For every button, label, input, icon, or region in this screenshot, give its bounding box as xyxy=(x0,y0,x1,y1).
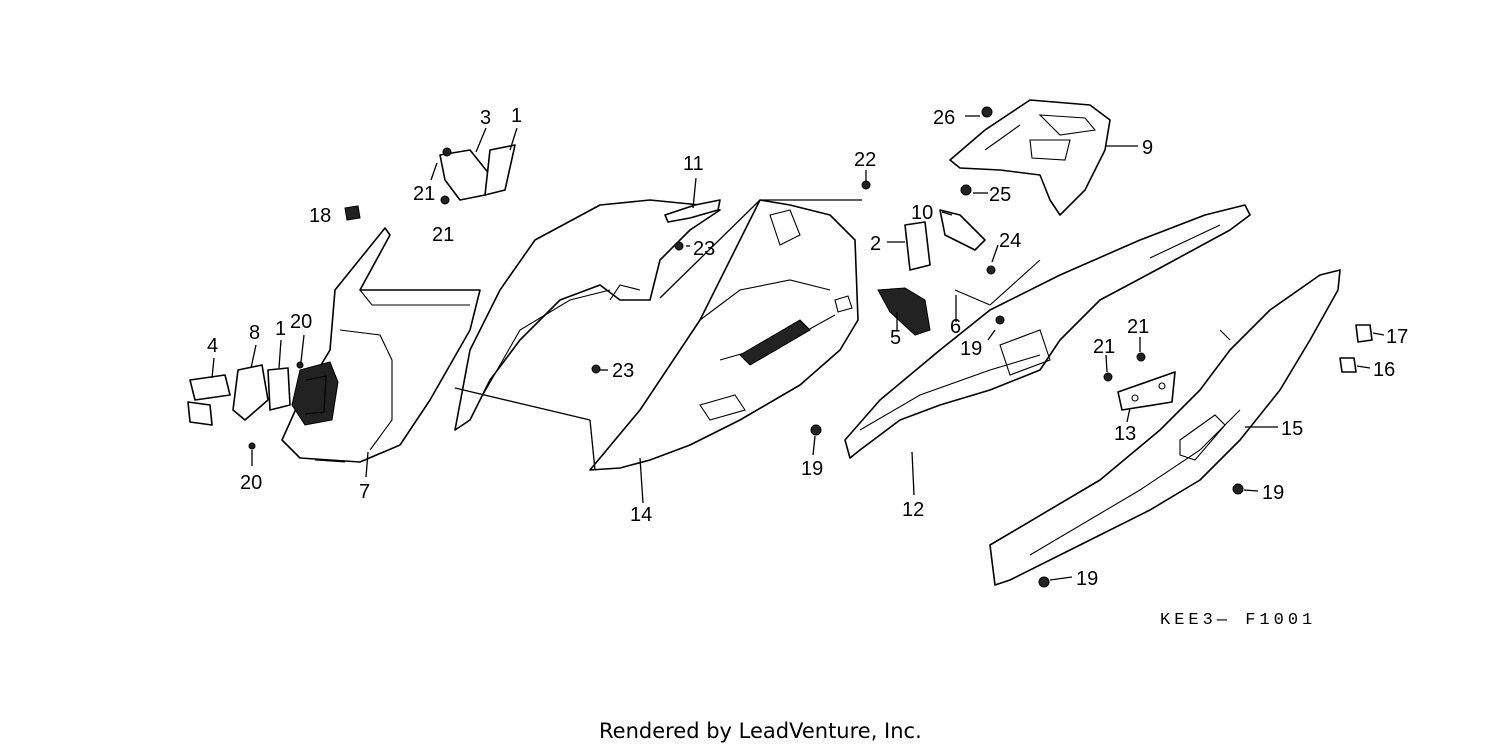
lock-part-5 xyxy=(877,287,931,336)
callout-4: 4 xyxy=(207,335,218,357)
callout-24: 24 xyxy=(999,230,1021,252)
callout-17: 17 xyxy=(1386,326,1408,348)
fastener-dots xyxy=(248,106,1244,588)
callout-21: 21 xyxy=(413,183,435,205)
callout-10: 10 xyxy=(911,202,933,224)
callout-19: 19 xyxy=(1076,568,1098,590)
callout-13: 13 xyxy=(1114,423,1136,445)
hinge-part-3-1 xyxy=(439,144,516,201)
bracket-part-10 xyxy=(939,209,986,251)
pin-part-16 xyxy=(1339,357,1357,373)
front-inner-cover-part-7 xyxy=(281,227,481,463)
callout-19: 19 xyxy=(801,458,823,480)
callout-14: 14 xyxy=(630,504,652,526)
callout-25: 25 xyxy=(989,184,1011,206)
bracket-part-13 xyxy=(1117,371,1176,411)
callout-23: 23 xyxy=(612,360,634,382)
callout-7: 7 xyxy=(359,481,370,503)
callout-23: 23 xyxy=(693,238,715,260)
callout-19: 19 xyxy=(1262,482,1284,504)
callout-20: 20 xyxy=(290,311,312,333)
side-cover-part-12 xyxy=(844,204,1251,459)
latch-part-1 xyxy=(267,367,291,411)
hinge-part-2 xyxy=(904,221,931,271)
callout-20: 20 xyxy=(240,472,262,494)
pin-part-17 xyxy=(1355,324,1373,343)
callout-22: 22 xyxy=(854,149,876,171)
callout-9: 9 xyxy=(1142,137,1153,159)
cable-part-6 xyxy=(954,259,1041,306)
figure-code: KEE3— F1001 xyxy=(1160,611,1316,630)
trim-part-11 xyxy=(664,199,721,223)
callout-6: 6 xyxy=(950,316,961,338)
footer-credit: Rendered by LeadVenture, Inc. xyxy=(599,719,922,743)
callout-15: 15 xyxy=(1281,418,1303,440)
side-cover-part-15 xyxy=(989,269,1341,586)
callout-11: 11 xyxy=(683,153,704,175)
center-cover-part-14 xyxy=(454,199,862,471)
callout-19: 19 xyxy=(960,338,982,360)
clip-part-18 xyxy=(344,205,361,221)
callout-1: 1 xyxy=(275,318,286,340)
callout-21: 21 xyxy=(1093,336,1115,358)
rear-grip-part-9 xyxy=(949,99,1111,216)
callout-26: 26 xyxy=(933,107,955,129)
callout-18: 18 xyxy=(309,205,331,227)
callout-8: 8 xyxy=(249,322,260,344)
key-cylinder-part-4 xyxy=(187,374,231,426)
callout-12: 12 xyxy=(902,499,924,521)
callout-21: 21 xyxy=(432,224,454,246)
callout-16: 16 xyxy=(1373,359,1395,381)
callout-5: 5 xyxy=(890,327,901,349)
callout-2: 2 xyxy=(870,233,881,255)
callout-1: 1 xyxy=(511,105,522,127)
lid-part-8 xyxy=(232,364,269,421)
leader-lines xyxy=(211,115,1385,581)
callout-21: 21 xyxy=(1127,316,1149,338)
callout-3: 3 xyxy=(480,107,491,129)
callout-labels: 1 3 21 21 18 11 23 22 26 9 25 10 2 24 5 … xyxy=(207,105,1408,590)
